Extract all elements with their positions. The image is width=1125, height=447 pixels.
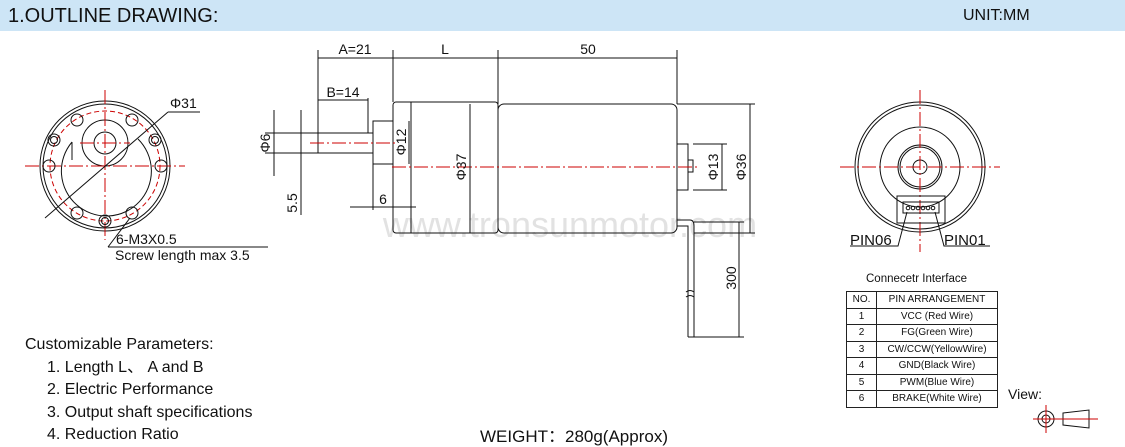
table-header-row: NO. PIN ARRANGEMENT: [846, 291, 998, 309]
section-title: 1.OUTLINE DRAWING:: [8, 5, 219, 27]
header-no: NO.: [846, 291, 877, 309]
projection-view-icon: [1033, 405, 1098, 433]
dim-a: A=21: [338, 41, 371, 57]
pin-desc: VCC (Red Wire): [876, 307, 998, 325]
hole-spec: 6-M3X0.5: [116, 231, 177, 247]
pin-desc: PWM(Blue Wire): [876, 373, 998, 391]
view-label: View:: [1008, 386, 1042, 402]
pin-no: 4: [846, 357, 877, 375]
pin-desc: FG(Green Wire): [876, 324, 998, 342]
dim-5-5: 5.5: [284, 193, 300, 213]
rear-view: PIN06 PIN01: [840, 90, 1000, 252]
dim-50: 50: [580, 41, 596, 57]
pin-no: 5: [846, 373, 877, 391]
screw-note: Screw length max 3.5: [115, 247, 250, 263]
pin-desc: CW/CCW(YellowWire): [876, 340, 998, 358]
pin-no: 1: [846, 307, 877, 325]
params-title: Customizable Parameters:: [25, 336, 214, 353]
dim-phi37: Φ37: [453, 153, 469, 180]
dim-phi36: Φ36: [733, 153, 749, 180]
dim-b: B=14: [326, 84, 359, 100]
pin-desc: GND(Black Wire): [876, 357, 998, 375]
pin-no: 3: [846, 340, 877, 358]
unit-label: UNIT:MM: [963, 7, 1030, 24]
pin01-label: PIN01: [944, 232, 986, 249]
dim-l: L: [441, 41, 449, 57]
dim-6: 6: [379, 191, 387, 207]
param-item: 3. Output shaft specifications: [47, 403, 253, 421]
section-header: 1.OUTLINE DRAWING: UNIT:MM: [0, 0, 1125, 31]
pin-no: 6: [846, 390, 877, 408]
connector-title: Connecetr Interface: [866, 273, 968, 285]
param-item: 4. Reduction Ratio: [47, 426, 179, 443]
watermark: www.tronsunmotor.com: [382, 204, 757, 245]
front-view: Φ31 6-M3X0.5 Screw length max 3.5: [25, 90, 268, 263]
phi31-label: Φ31: [170, 95, 197, 111]
pin-desc: BRAKE(White Wire): [876, 390, 998, 408]
param-item: 1. Length L、 A and B: [47, 358, 204, 376]
weight-label: WEIGHT：280g(Approx): [480, 427, 668, 446]
pin06-label: PIN06: [850, 232, 892, 249]
param-item: 2. Electric Performance: [47, 381, 214, 398]
pin-no: 2: [846, 324, 877, 342]
customizable-params: Customizable Parameters: 1. Length L、 A …: [25, 334, 252, 447]
dim-300: 300: [723, 266, 739, 290]
dim-phi13: Φ13: [705, 153, 721, 180]
dim-phi6: Φ6: [257, 133, 273, 152]
dim-phi12: Φ12: [393, 128, 409, 155]
header-pin: PIN ARRANGEMENT: [876, 291, 998, 309]
side-view: A=21 L 50 B=14 6 Φ6 5.5 Φ12 Φ37 Φ13 Φ36 …: [257, 41, 755, 338]
